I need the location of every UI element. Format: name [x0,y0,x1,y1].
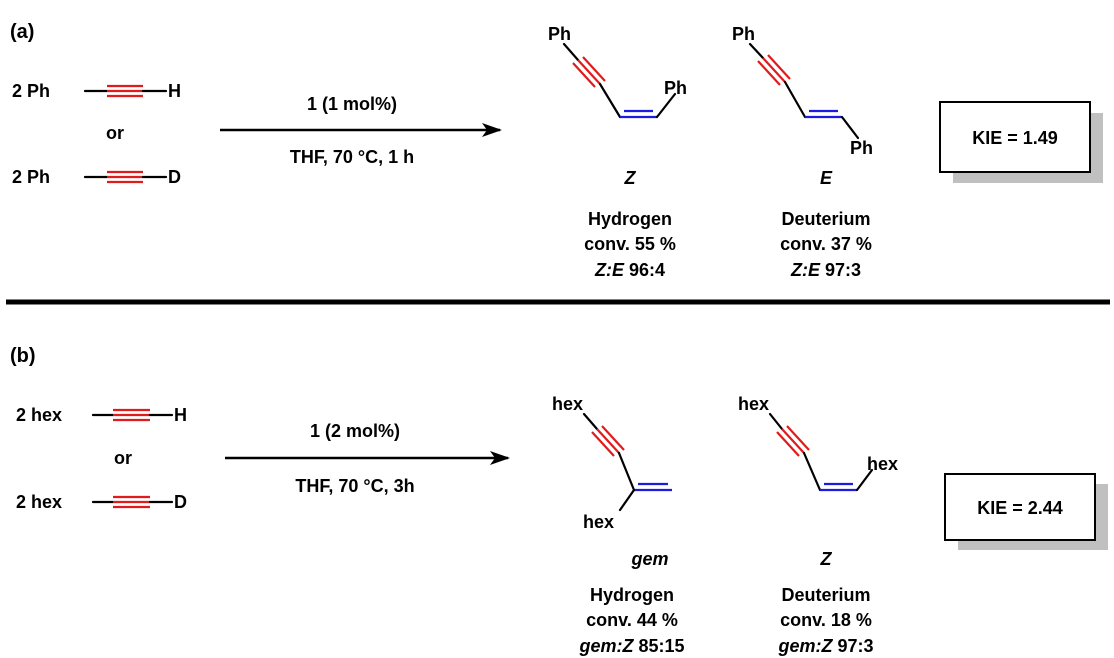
product-substituent: Ph [664,78,687,98]
box-frame [939,101,1091,173]
triple-bond [591,425,625,457]
panel-b-or: or [114,448,132,468]
panel-b-tag: (b) [10,345,36,367]
product-isomer-label: Z [624,168,637,188]
panel-a-reactant-d-end: D [168,167,181,187]
panel-b-reactant-h-left: 2 hex [16,405,62,425]
double-bond [805,109,842,119]
panel-a-reactant-h-left: 2 Ph [12,81,50,101]
panel-b: (b) 2 hex H or 2 hex D [10,345,1108,656]
panel-a-or: or [106,123,124,143]
panel-a-results-deuterium: Deuterium conv. 37 % Z:E 97:3 [780,209,872,280]
product-substituent: Ph [548,24,571,44]
panel-a: (a) 2 Ph H or 2 Ph D [10,21,1103,280]
panel-b-reactant-h-end: H [174,405,187,425]
triple-bond [113,408,150,422]
panel-a-product-e: Ph Ph E [732,24,873,188]
triple-bond [107,170,143,184]
result-conversion: conv. 55 % [584,234,676,254]
double-bond [820,482,857,492]
panel-a-reactant-h-end: H [168,81,181,101]
triple-bond [107,84,143,98]
result-conversion: conv. 37 % [780,234,872,254]
product-substituent: Ph [850,138,873,158]
triple-bond [113,495,150,509]
panel-a-catalyst: 1 (1 mol%) [307,94,397,114]
panel-b-kie-box: KIE = 2.44 [944,473,1108,550]
product-substituent: hex [552,394,583,414]
panel-a-results-hydrogen: Hydrogen conv. 55 % Z:E 96:4 [584,209,676,280]
panel-a-reactant-d: 2 Ph D [12,167,181,187]
panel-b-reactant-d-left: 2 hex [16,492,62,512]
panel-b-results-hydrogen: Hydrogen conv. 44 % gem:Z 85:15 [578,585,684,656]
result-title: Deuterium [781,585,870,605]
result-ratio: gem:Z 97:3 [777,636,873,656]
kie-value: KIE = 2.44 [977,498,1063,518]
panel-b-results-deuterium: Deuterium conv. 18 % gem:Z 97:3 [777,585,873,656]
product-isomer-label: E [820,168,833,188]
result-ratio: Z:E 96:4 [594,260,665,280]
product-substituent: hex [738,394,769,414]
double-bond [634,482,672,492]
triple-bond [572,56,606,88]
result-title: Hydrogen [588,209,672,229]
panel-b-catalyst: 1 (2 mol%) [310,421,400,441]
panel-b-product-gem: hex hex gem [552,394,672,569]
panel-a-product-z: Ph Ph Z [548,24,687,188]
result-conversion: conv. 44 % [586,610,678,630]
product-substituent: hex [583,512,614,532]
triple-bond [757,54,791,86]
panel-a-reactant-d-left: 2 Ph [12,167,50,187]
result-ratio: Z:E 97:3 [790,260,861,280]
product-substituent: hex [867,454,898,474]
result-conversion: conv. 18 % [780,610,872,630]
double-bond [620,109,657,119]
panel-a-reactant-h: 2 Ph H [12,81,181,101]
triple-bond [776,425,810,457]
product-isomer-label: gem [630,549,668,569]
box-frame [944,473,1096,541]
panel-b-product-z: hex hex Z [738,394,898,569]
result-ratio: gem:Z 85:15 [578,636,684,656]
panel-a-kie-box: KIE = 1.49 [939,101,1103,183]
panel-b-conditions: THF, 70 °C, 3h [295,476,414,496]
panel-a-tag: (a) [10,21,34,43]
panel-b-reactant-h: 2 hex H [16,405,187,425]
panel-b-reactant-d-end: D [174,492,187,512]
panel-a-conditions: THF, 70 °C, 1 h [290,147,414,167]
panel-b-reactant-d: 2 hex D [16,492,187,512]
kie-value: KIE = 1.49 [972,128,1058,148]
result-title: Hydrogen [590,585,674,605]
product-substituent: Ph [732,24,755,44]
product-isomer-label: Z [820,549,833,569]
result-title: Deuterium [781,209,870,229]
